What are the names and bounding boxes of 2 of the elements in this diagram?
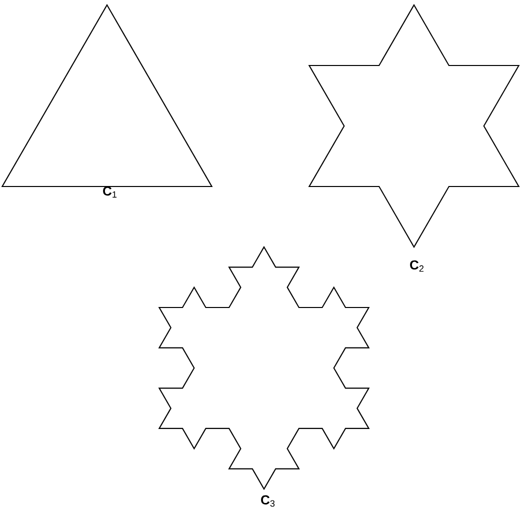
curve-label: C$_{3}$	[261, 495, 275, 507]
curve-label: C$_{2}$	[410, 260, 424, 272]
